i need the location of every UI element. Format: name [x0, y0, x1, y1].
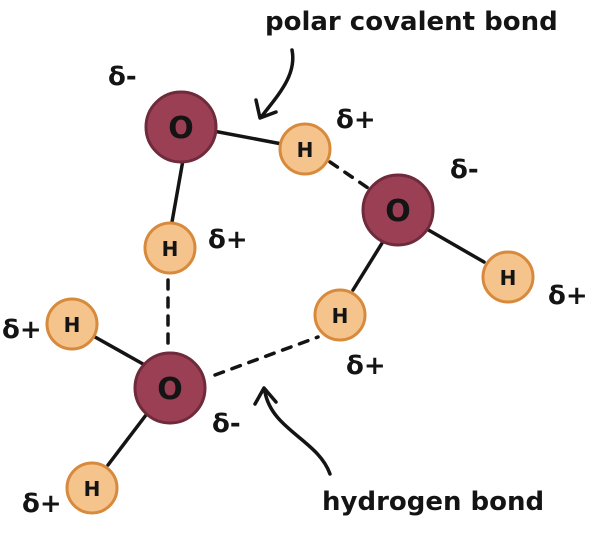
charge-label-o2: δ-: [450, 155, 479, 185]
hydrogen-bond-line-1: [328, 160, 370, 190]
charge-label-h2: δ+: [208, 225, 248, 255]
bond-o1-h2: [170, 158, 185, 224]
bond-o3-h5: [93, 335, 145, 366]
svg-text:H: H: [64, 313, 81, 337]
svg-text:H: H: [332, 304, 349, 328]
charge-label-o3: δ-: [212, 409, 241, 439]
charge-label-h5: δ+: [2, 315, 42, 345]
charge-label-h3: δ+: [548, 281, 588, 311]
bond-o2-h4: [351, 238, 386, 292]
hydrogen-atom-3: H: [481, 250, 535, 304]
hydrogen-atom-4: H: [313, 288, 367, 342]
hydrogen-bond-label: hydrogen bond: [322, 487, 544, 517]
hydrogen-atom-5: H: [45, 297, 99, 351]
oxygen-atom-bottom: O: [133, 351, 207, 425]
svg-text:H: H: [500, 266, 517, 290]
svg-text:H: H: [297, 138, 314, 162]
oxygen-atom-right: O: [361, 173, 435, 247]
svg-text:O: O: [157, 372, 183, 407]
hydrogen-bond-arrowhead: [253, 386, 278, 406]
oxygen-atom-top: O: [144, 90, 218, 164]
hydrogen-atom-2: H: [143, 221, 197, 275]
polar-bond-arrowhead: [254, 98, 278, 120]
bond-o1-h1: [206, 128, 284, 146]
bond-o2-h3: [423, 226, 486, 264]
bond-o3-h6: [106, 413, 148, 467]
hydrogen-bond-line-3: [213, 335, 320, 377]
hydrogen-atom-6: H: [65, 461, 119, 515]
charge-label-h6: δ+: [22, 489, 62, 519]
charge-label-h4: δ+: [346, 351, 386, 381]
svg-text:H: H: [162, 237, 179, 261]
charge-label-h1: δ+: [336, 105, 376, 135]
hydrogen-atom-1: H: [278, 122, 332, 176]
charge-label-o1: δ-: [108, 62, 137, 92]
svg-text:O: O: [385, 194, 411, 229]
svg-text:O: O: [168, 111, 194, 146]
polar-covalent-bond-label: polar covalent bond: [265, 7, 558, 37]
hydrogen-bond-arrow: [263, 390, 332, 476]
svg-text:H: H: [84, 477, 101, 501]
polar-bond-arrow: [260, 48, 295, 118]
